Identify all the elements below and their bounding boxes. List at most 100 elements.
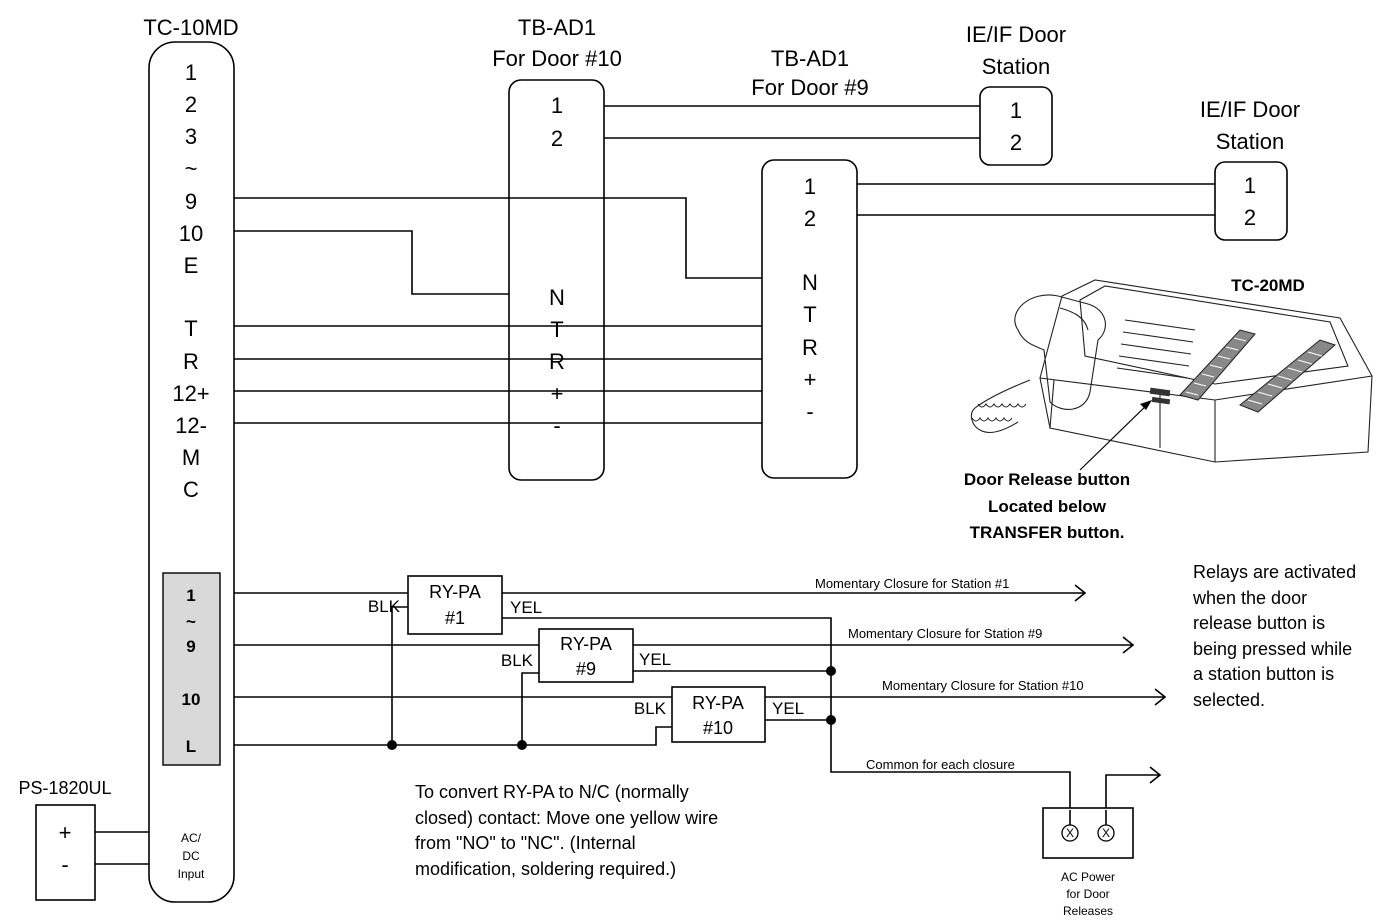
power-supply-unit: PS-1820UL + - bbox=[18, 778, 149, 901]
tc10md-terminal: ~ bbox=[185, 156, 198, 181]
door-station-subtitle: Station bbox=[1216, 129, 1285, 154]
tc10md-lower-terminal: L bbox=[186, 737, 196, 756]
input-label-line: DC bbox=[182, 849, 200, 863]
nc-note-line: To convert RY-PA to N/C (normally bbox=[415, 782, 689, 802]
lamp-symbol: X bbox=[1102, 826, 1110, 840]
ac-power-label: Releases bbox=[1063, 904, 1113, 918]
tc10md-terminal: 12+ bbox=[172, 381, 209, 406]
relay-body bbox=[671, 686, 766, 743]
tbad1-door9-terminal: + bbox=[804, 367, 817, 392]
closure-label: Momentary Closure for Station #9 bbox=[848, 626, 1042, 641]
closure-label: Momentary Closure for Station #1 bbox=[815, 576, 1009, 591]
ac-power-label: AC Power bbox=[1061, 870, 1115, 884]
relay-note-line: a station button is bbox=[1193, 664, 1334, 684]
tc10md-terminal: 12- bbox=[175, 413, 207, 438]
tc10md-terminal: C bbox=[183, 477, 199, 502]
relay-number: #1 bbox=[445, 608, 465, 628]
door-station-subtitle: Station bbox=[982, 54, 1051, 79]
door-release-callout-arrow bbox=[1079, 401, 1151, 471]
arrow-closure-1 bbox=[1074, 584, 1087, 602]
tc10md-terminal: 9 bbox=[185, 189, 197, 214]
tbad1-door10-terminal: 1 bbox=[551, 93, 563, 118]
tc10md-relay-terminal-block bbox=[162, 572, 221, 766]
relay-note-line: Relays are activated bbox=[1193, 562, 1356, 582]
relay-body bbox=[407, 575, 503, 635]
tc10md-lower-terminal: 1 bbox=[186, 586, 195, 605]
door-release-arrowhead bbox=[1140, 400, 1152, 410]
tbad1-door9-title: TB-AD1 bbox=[771, 46, 849, 71]
tc10md-terminals: 1 2 3 ~ 9 10 E T R 12+ 12- M C bbox=[172, 60, 209, 502]
tbad1-door9-terminal: - bbox=[806, 399, 813, 424]
tbad1-door9-terminal: 2 bbox=[804, 206, 816, 231]
tbad1-door10-terminal: - bbox=[553, 413, 560, 438]
tbad1-door9-terminal: N bbox=[802, 270, 818, 295]
relay-in-label: BLK bbox=[634, 699, 667, 718]
relay-number: #9 bbox=[576, 659, 596, 679]
arrow-closure-9 bbox=[1122, 636, 1135, 654]
relay-body bbox=[538, 628, 634, 683]
nc-note: To convert RY-PA to N/C (normally closed… bbox=[415, 782, 718, 879]
junction-dot bbox=[387, 740, 397, 750]
door-station-body bbox=[1214, 161, 1288, 241]
tbad1-door9-terminal: 1 bbox=[804, 174, 816, 199]
junction-dot bbox=[517, 740, 527, 750]
tc20md-unit: TC-20MD bbox=[964, 276, 1373, 542]
power-supply-terminal: + bbox=[59, 820, 72, 845]
tbad1-door10-terminal: + bbox=[551, 381, 564, 406]
tbad1-door10-subtitle: For Door #10 bbox=[492, 46, 622, 71]
input-label-line: Input bbox=[178, 867, 205, 881]
nc-note-line: modification, soldering required.) bbox=[415, 859, 676, 879]
tc10md-lower-terminal: 9 bbox=[186, 637, 195, 656]
junction-dot bbox=[826, 715, 836, 725]
tbad1-door10-terminal: N bbox=[549, 285, 565, 310]
door-station-title: IE/IF Door bbox=[1200, 97, 1300, 122]
wire-ac-out bbox=[1105, 774, 1160, 810]
tbad1-door10-terminal: R bbox=[549, 349, 565, 374]
wire-blk-1 bbox=[391, 606, 408, 745]
tbad1-door10-terminal: 2 bbox=[551, 126, 563, 151]
door-station-title: IE/IF Door bbox=[966, 22, 1066, 47]
lamp-symbol: X bbox=[1066, 826, 1074, 840]
tc10md-terminal: T bbox=[184, 316, 197, 341]
tc10md-unit: TC-10MD 1 2 3 ~ 9 10 E T R 12+ 12- M C 1… bbox=[143, 15, 239, 903]
power-supply-title: PS-1820UL bbox=[18, 778, 111, 798]
power-supply-body bbox=[35, 804, 96, 901]
tc10md-terminal: 2 bbox=[185, 92, 197, 117]
door-station-terminal: 1 bbox=[1244, 173, 1256, 198]
tbad1-door9-unit: TB-AD1 For Door #9 1 2 N T R + - bbox=[751, 46, 869, 479]
tbad1-door10-terminal: T bbox=[550, 317, 563, 342]
relay-in-label: BLK bbox=[501, 651, 534, 670]
tc10md-terminal: R bbox=[183, 349, 199, 374]
nc-note-line: closed) contact: Move one yellow wire bbox=[415, 808, 718, 828]
door-release-callout: Door Release button bbox=[964, 470, 1130, 489]
relay-note: Relays are activated when the door relea… bbox=[1192, 562, 1356, 710]
tbad1-door10-title: TB-AD1 bbox=[518, 15, 596, 40]
relay-out-label: YEL bbox=[639, 650, 671, 669]
relay-9: RY-PA #9 BLK YEL Momentary Closure for S… bbox=[501, 626, 1042, 683]
door-station-terminal: 1 bbox=[1010, 98, 1022, 123]
tc10md-lower-terminal: 10 bbox=[182, 690, 201, 709]
tc10md-terminal: M bbox=[182, 445, 200, 470]
relay-wiring bbox=[234, 584, 1167, 810]
ac-power-section: Common for each closure X X AC Power for… bbox=[866, 757, 1134, 918]
tbad1-door9-subtitle: For Door #9 bbox=[751, 75, 868, 100]
tc10md-title: TC-10MD bbox=[143, 15, 238, 40]
tbad1-door9-body bbox=[761, 159, 858, 479]
upper-wiring bbox=[234, 105, 1215, 424]
junction-dot bbox=[826, 666, 836, 676]
door-station-terminal: 2 bbox=[1244, 205, 1256, 230]
arrow-ac-out bbox=[1149, 766, 1162, 784]
relay-note-line: release button is bbox=[1193, 613, 1325, 633]
relay-number: #10 bbox=[703, 718, 733, 738]
power-supply-terminal: - bbox=[61, 852, 68, 877]
door-station-body bbox=[979, 86, 1053, 166]
tc10md-terminal: 10 bbox=[179, 221, 203, 246]
tc10md-input-label: AC/ DC Input bbox=[178, 831, 205, 881]
tc10md-terminal: 3 bbox=[185, 124, 197, 149]
wire-yel-1 bbox=[502, 617, 1071, 810]
relay-10: RY-PA #10 BLK YEL Momentary Closure for … bbox=[634, 678, 1084, 743]
relay-out-label: YEL bbox=[772, 699, 804, 718]
relay-name: RY-PA bbox=[560, 634, 612, 654]
tc20md-phone-icon bbox=[970, 279, 1373, 463]
